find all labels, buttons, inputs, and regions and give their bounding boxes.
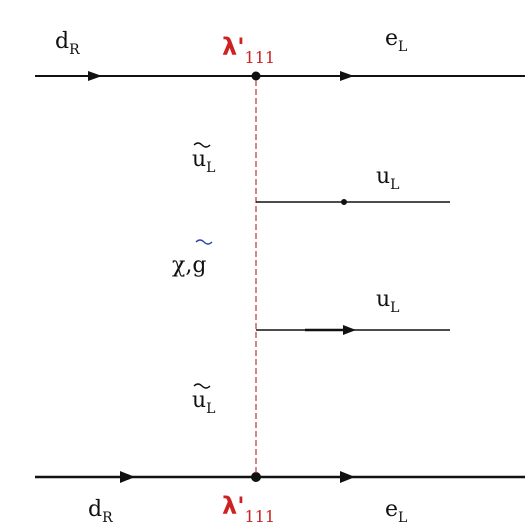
upper-squark-tilde — [193, 142, 211, 148]
top-coupling-label: λ'111 — [222, 33, 275, 67]
bottom-outgoing-arrow — [340, 471, 355, 483]
top-outgoing-arrow — [340, 71, 354, 81]
bottom-coupling-label: λ'111 — [222, 492, 275, 526]
bottom-incoming-arrow — [120, 471, 135, 483]
upper-quark-dot — [341, 199, 347, 205]
bottom-vertex — [251, 472, 261, 482]
bottom-incoming-label: dR — [88, 497, 113, 526]
top-vertex — [251, 71, 261, 81]
gaugino-label: χ,g — [172, 253, 206, 278]
gluino-tilde — [195, 239, 213, 245]
top-outgoing-label: eL — [385, 26, 407, 55]
top-incoming-label: dR — [55, 29, 80, 58]
lower-squark-label: uL — [192, 388, 215, 417]
bottom-outgoing-label: eL — [385, 497, 407, 526]
upper-squark-label: uL — [192, 147, 215, 176]
upper-quark-label: uL — [376, 164, 399, 193]
top-incoming-arrow — [88, 71, 102, 81]
lower-quark-arrow — [343, 325, 356, 335]
lower-quark-label: uL — [376, 287, 399, 316]
lower-squark-tilde — [193, 383, 211, 389]
